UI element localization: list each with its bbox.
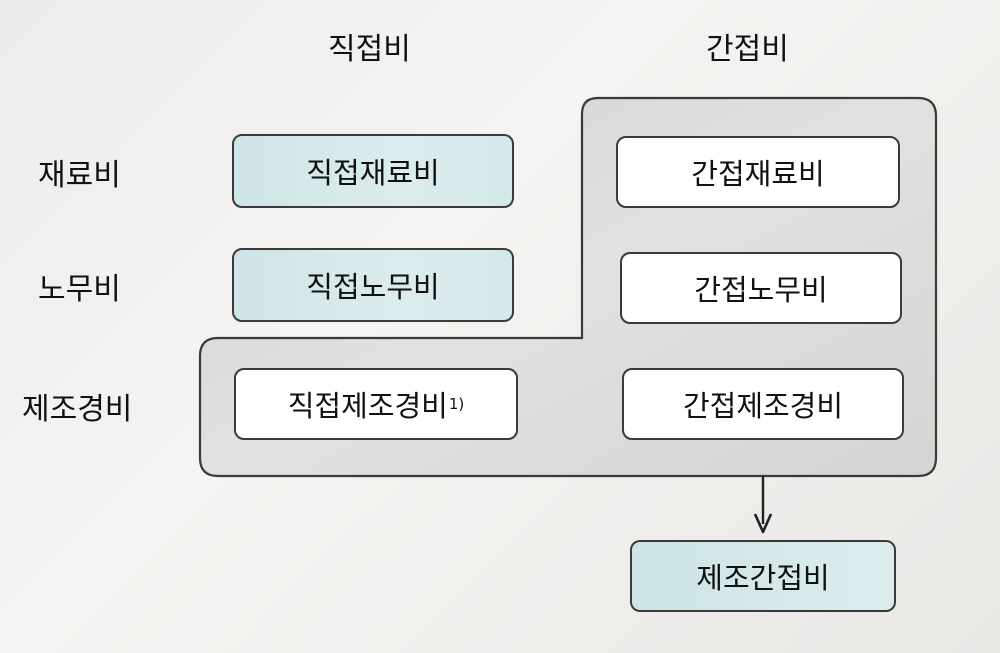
box-manufacturing-overhead: 제조간접비 bbox=[630, 540, 896, 612]
box-direct-material: 직접재료비 bbox=[232, 134, 514, 208]
box-indirect-overhead-label: 간접제조경비 bbox=[682, 389, 844, 423]
box-direct-labor-label: 직접노무비 bbox=[306, 270, 440, 304]
box-manufacturing-overhead-label: 제조간접비 bbox=[696, 561, 830, 595]
box-indirect-labor-label: 간접노무비 bbox=[694, 273, 828, 307]
box-direct-overhead-label: 직접제조경비 bbox=[287, 389, 448, 423]
column-header-indirect: 간접비 bbox=[706, 32, 789, 67]
footnote-marker: 1) bbox=[448, 395, 465, 413]
row-header-labor: 노무비 bbox=[38, 272, 121, 307]
box-indirect-material-label: 간접재료비 bbox=[691, 157, 825, 191]
row-header-material: 재료비 bbox=[38, 158, 121, 193]
box-indirect-overhead: 간접제조경비 bbox=[622, 368, 904, 440]
box-direct-material-label: 직접재료비 bbox=[306, 156, 440, 190]
column-header-direct: 직접비 bbox=[328, 32, 411, 67]
box-direct-labor: 직접노무비 bbox=[232, 248, 514, 322]
box-indirect-labor: 간접노무비 bbox=[620, 252, 902, 324]
row-header-overhead: 제조경비 bbox=[22, 392, 133, 427]
box-indirect-material: 간접재료비 bbox=[616, 136, 900, 208]
